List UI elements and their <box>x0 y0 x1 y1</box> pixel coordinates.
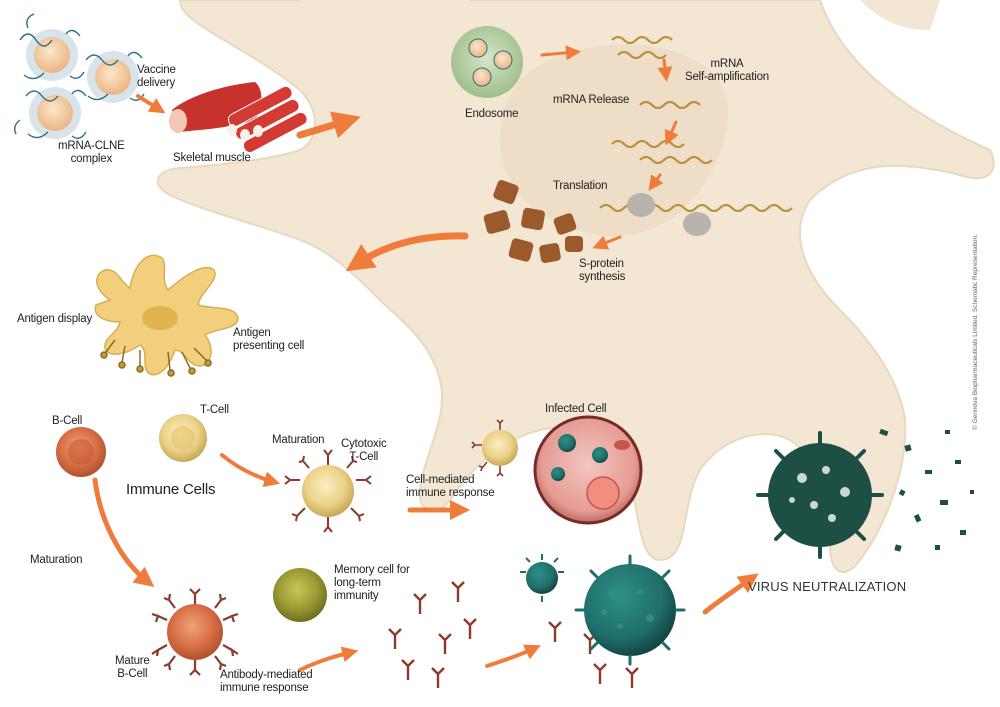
t-cell-attacking <box>471 419 518 477</box>
ribosomes <box>627 193 711 236</box>
label-antigen-display: Antigen display <box>17 313 92 325</box>
label-apc-line1: Antigen <box>233 327 271 339</box>
memory-cell <box>273 568 327 622</box>
label-virus-neutralization: VIRUS NEUTRALIZATION <box>748 579 907 594</box>
antigen-presenting-cell <box>94 254 239 377</box>
label-vaccine-delivery-line2: delivery <box>137 77 176 89</box>
virus-neutralized <box>756 428 974 559</box>
virus-large <box>574 554 686 666</box>
label-skeletal-muscle: Skeletal muscle <box>173 152 251 164</box>
mature-b-cell <box>151 588 239 676</box>
nucleus <box>500 44 729 236</box>
antibodies <box>388 581 639 688</box>
copyright-note: © Gennova Biopharmaceuticals Limited. Sc… <box>972 234 979 430</box>
label-maturation-b: Maturation <box>30 554 83 566</box>
label-memory-line1: Memory cell for <box>334 564 410 576</box>
label-b-cell: B-Cell <box>52 415 83 427</box>
label-endosome: Endosome <box>465 108 519 120</box>
endosome <box>451 26 523 98</box>
mrna-clne-complex <box>13 13 145 139</box>
label-sprotein-line2: synthesis <box>579 271 626 283</box>
s-protein <box>483 179 583 263</box>
label-mature-b-line1: Mature <box>115 655 150 667</box>
label-memory-line3: immunity <box>334 590 379 602</box>
cytotoxic-t-cell <box>284 449 372 533</box>
label-memory-line2: long-term <box>334 577 381 589</box>
label-cytotoxic-line1: Cytotoxic <box>341 438 387 450</box>
label-antibody-line2: immune response <box>220 682 309 694</box>
label-mrna-line1: mRNA <box>710 58 744 70</box>
label-apc-line2: presenting cell <box>233 340 305 352</box>
b-cell <box>56 427 106 477</box>
skeletal-muscle <box>169 82 308 153</box>
label-mrna-release: mRNA Release <box>553 94 630 106</box>
label-infected-cell: Infected Cell <box>545 403 607 415</box>
label-mrna-line2: Self-amplification <box>685 71 769 83</box>
infected-cell <box>533 415 643 525</box>
label-translation: Translation <box>553 180 608 192</box>
label-cytotoxic-line2: T-Cell <box>349 451 379 463</box>
label-immune-cells: Immune Cells <box>126 481 216 498</box>
label-antibody-line1: Antibody-mediated <box>220 669 313 681</box>
label-sprotein-line1: S-protein <box>579 258 624 270</box>
virus-small <box>520 554 564 602</box>
flow-arrows <box>92 45 759 672</box>
label-complex-line1: mRNA-CLNE <box>58 140 125 152</box>
t-cell <box>159 414 207 462</box>
label-cell-mediated-line1: Cell-mediated <box>406 474 475 486</box>
label-vaccine-delivery-line1: Vaccine <box>137 64 176 76</box>
label-t-cell: T-Cell <box>200 404 229 416</box>
label-mature-b-line2: B-Cell <box>117 668 148 680</box>
label-maturation-t: Maturation <box>272 434 325 446</box>
label-cell-mediated-line2: immune response <box>406 487 495 499</box>
label-complex-line2: complex <box>70 153 113 165</box>
